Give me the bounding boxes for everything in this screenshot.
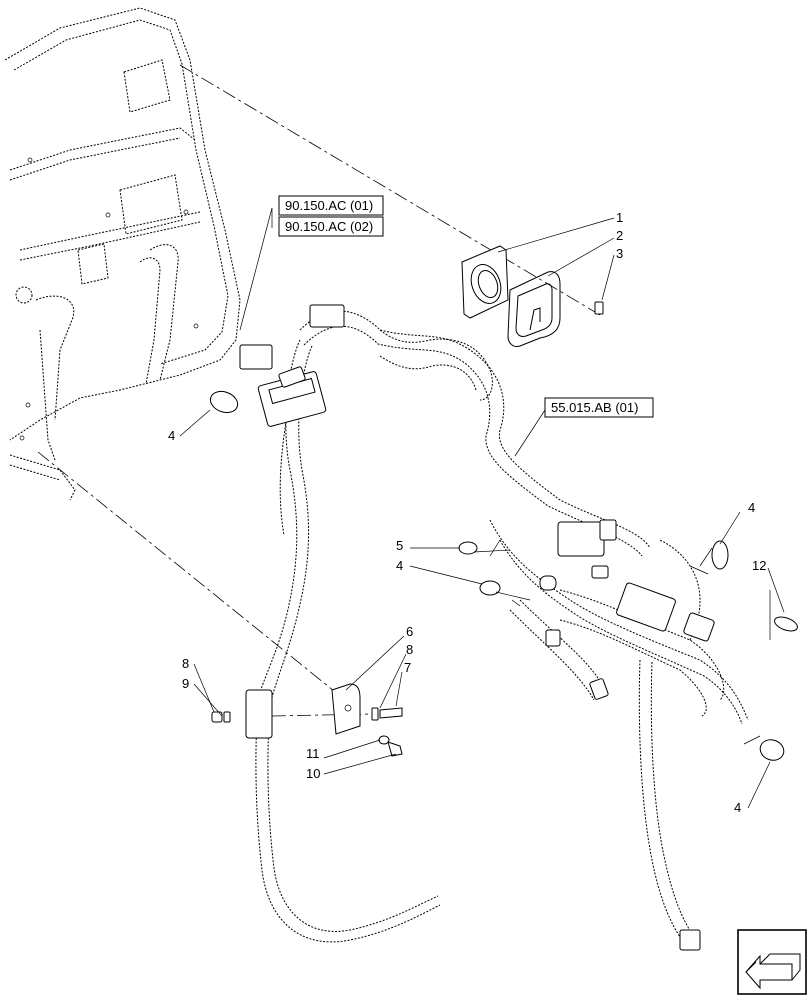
callout-labels: 1 2 3 4 4 5 4 12 6 8 7 8 9 11 10 4	[168, 210, 766, 815]
callout-7: 7	[404, 660, 411, 675]
callout-3: 3	[616, 246, 623, 261]
callout-12: 12	[752, 558, 766, 573]
callout-5: 5	[396, 538, 403, 553]
svg-text:90.150.AC (02): 90.150.AC (02)	[285, 219, 373, 234]
leader-lines	[179, 207, 785, 809]
callout-11: 11	[306, 746, 320, 761]
reference-90150-ac-01[interactable]: 90.150.AC (01)	[278, 195, 384, 216]
next-page-arrow-icon[interactable]	[737, 929, 807, 995]
callout-4-left: 4	[168, 428, 175, 443]
main-wiring-harness	[255, 310, 749, 951]
callout-4-mid: 4	[396, 558, 403, 573]
callout-10: 10	[306, 766, 320, 781]
harness-connectors	[239, 304, 715, 951]
reference-90150-ac-02[interactable]: 90.150.AC (02)	[278, 216, 384, 237]
callout-9: 9	[182, 676, 189, 691]
svg-text:55.015.AB (01): 55.015.AB (01)	[551, 400, 638, 415]
callout-8-left: 8	[182, 656, 189, 671]
grommet-assembly	[461, 245, 604, 347]
callout-4-bottom: 4	[734, 800, 741, 815]
bracket-hardware	[211, 683, 403, 757]
callout-8-right: 8	[406, 642, 413, 657]
svg-text:90.150.AC (01): 90.150.AC (01)	[285, 198, 373, 213]
callout-4-right: 4	[748, 500, 755, 515]
callout-1: 1	[616, 210, 623, 225]
reference-55015-ab-01[interactable]: 55.015.AB (01)	[544, 397, 654, 418]
cab-panel-outline	[4, 7, 241, 501]
callout-6: 6	[406, 624, 413, 639]
cable-ties	[209, 390, 798, 761]
callout-2: 2	[616, 228, 623, 243]
